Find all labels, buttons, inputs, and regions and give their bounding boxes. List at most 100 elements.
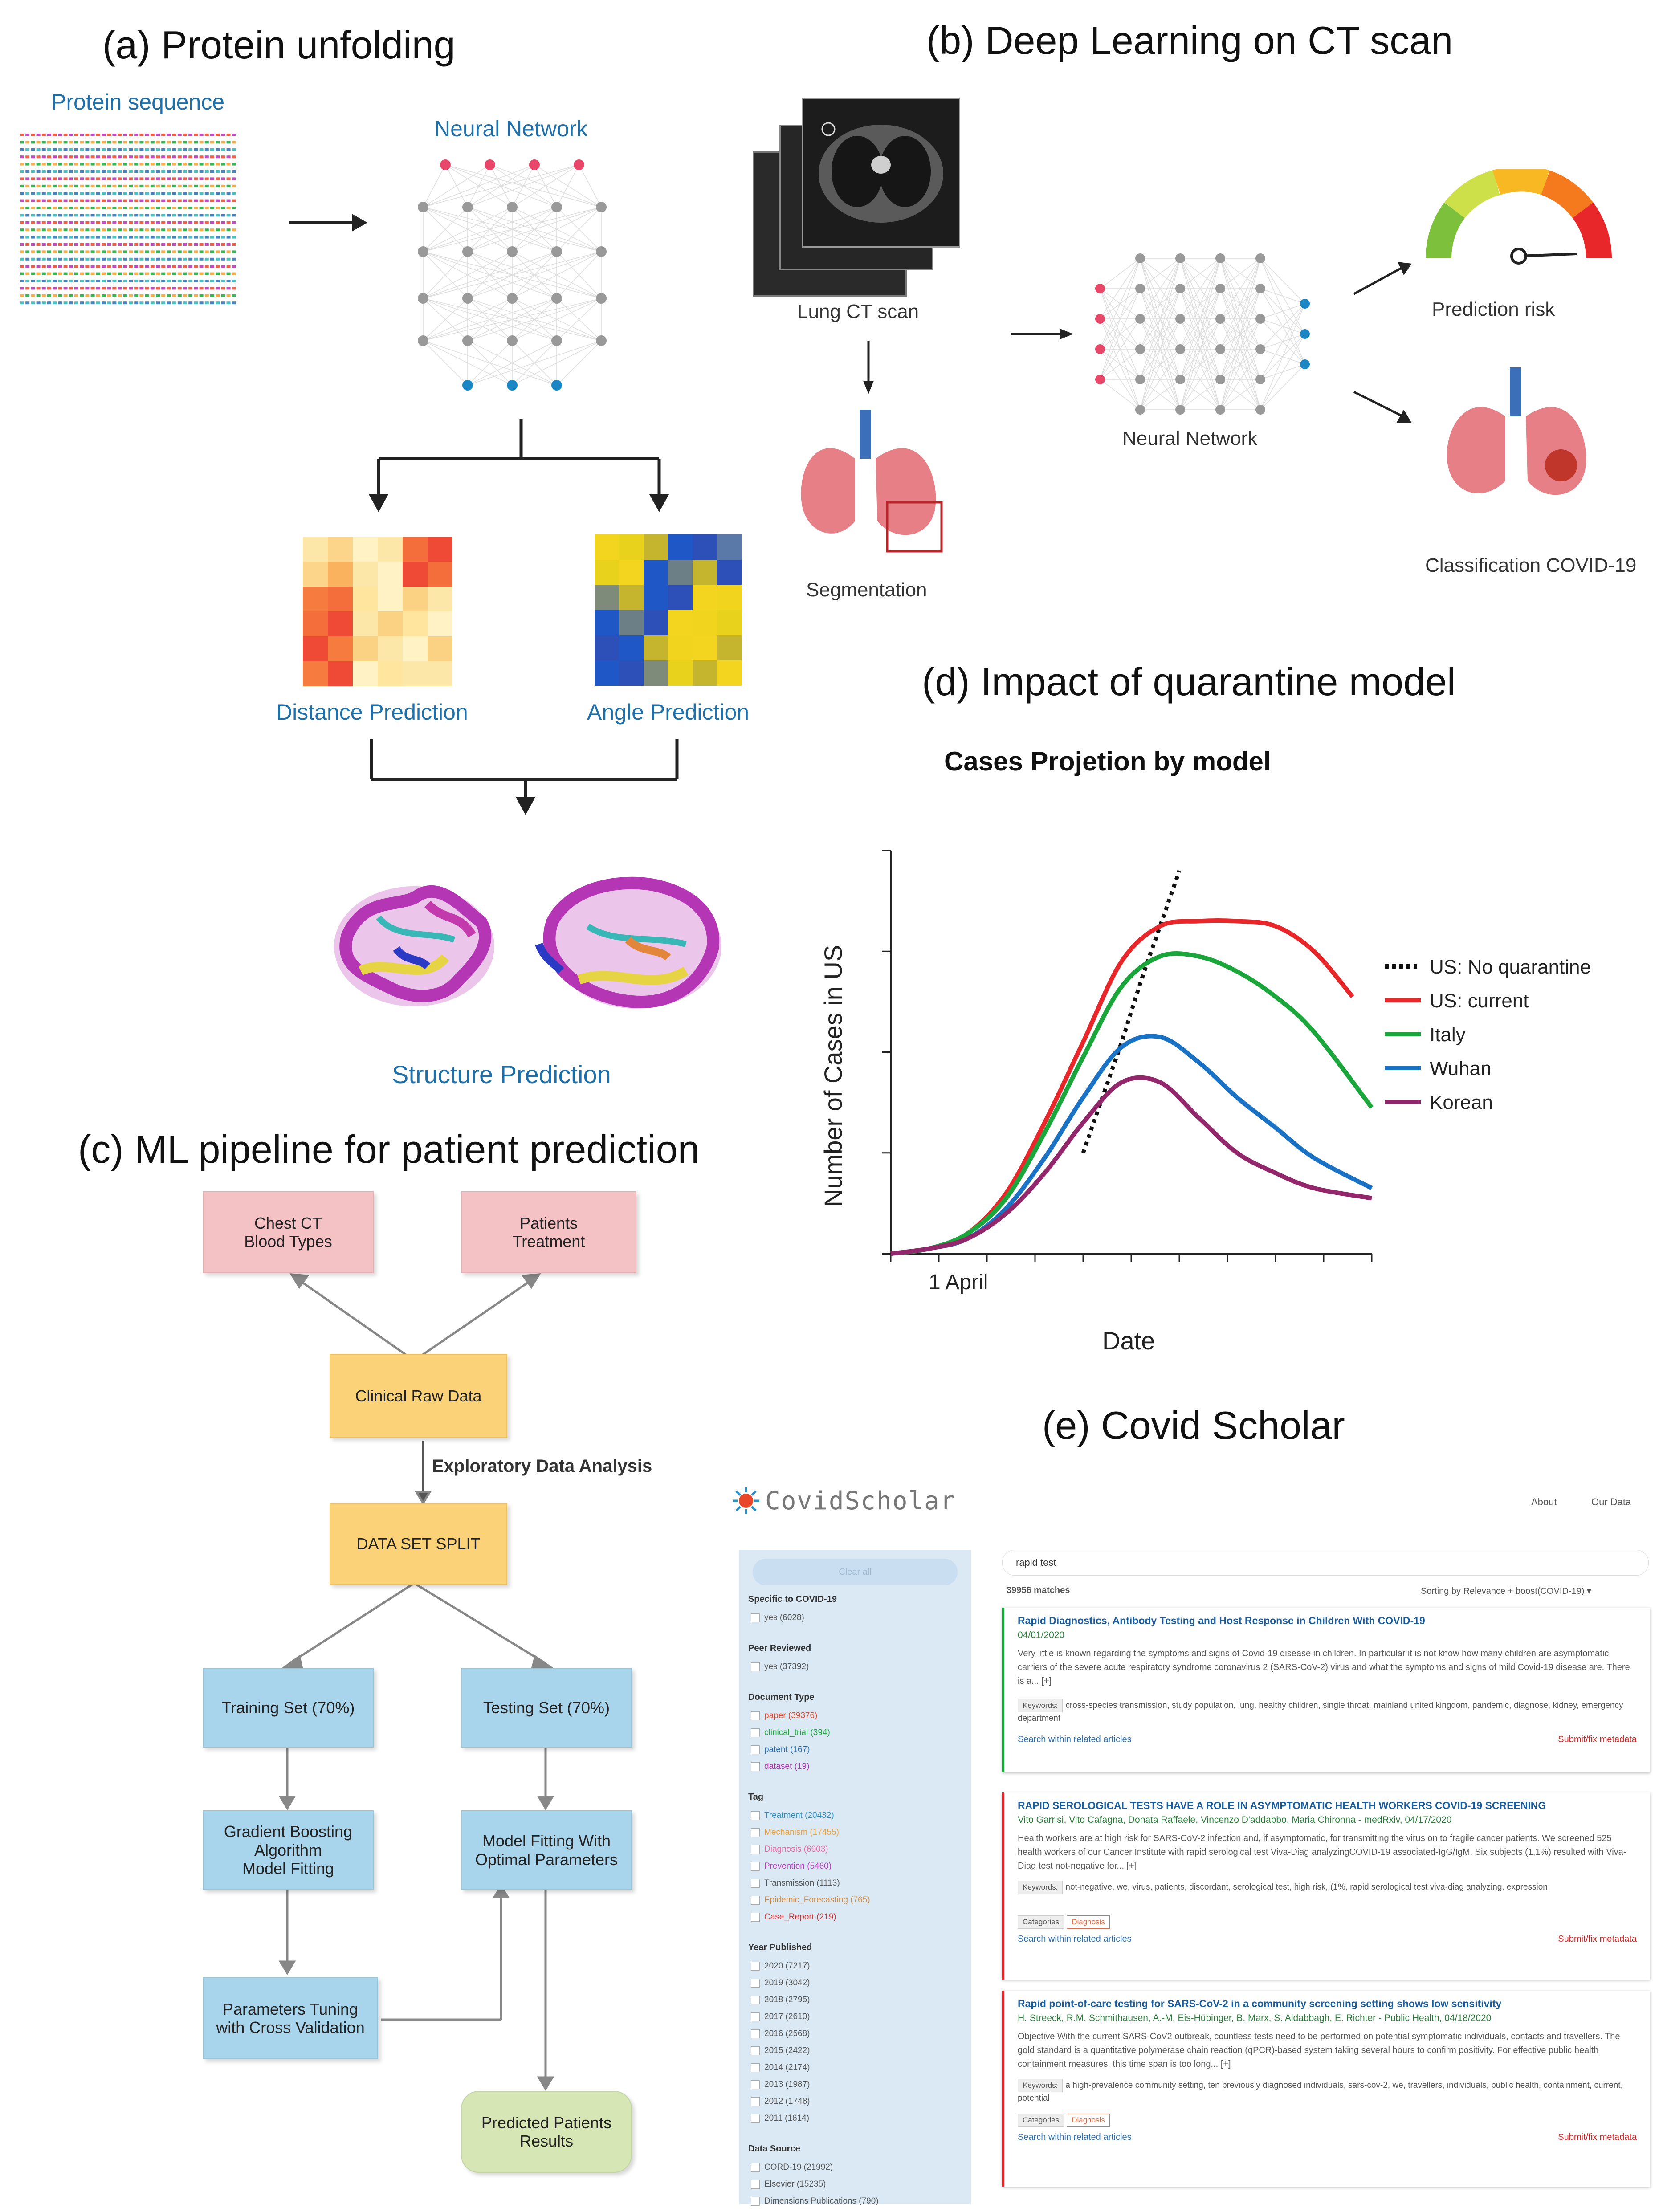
- checkbox-icon[interactable]: [751, 1662, 760, 1671]
- filter-option[interactable]: patent (167): [751, 1745, 810, 1755]
- checkbox-icon[interactable]: [751, 1728, 760, 1737]
- filter-option[interactable]: 2016 (2568): [751, 2029, 810, 2039]
- filter-option[interactable]: 2018 (2795): [751, 1995, 810, 2005]
- sequence-char-mark: [129, 207, 133, 209]
- checkbox-icon[interactable]: [751, 1711, 760, 1720]
- filter-option[interactable]: Case_Report (219): [751, 1912, 836, 1922]
- checkbox-icon[interactable]: [751, 2163, 760, 2172]
- checkbox-icon[interactable]: [751, 2046, 760, 2055]
- category-badge[interactable]: Diagnosis: [1067, 2114, 1110, 2127]
- keywords-text: a high-prevalence community setting, ten…: [1018, 2081, 1623, 2103]
- checkbox-icon[interactable]: [751, 1962, 760, 1971]
- clear-all-button[interactable]: Clear all: [753, 1559, 958, 1585]
- sequence-char-mark: [226, 243, 231, 246]
- search-related-link[interactable]: Search within related articles: [1018, 2132, 1132, 2142]
- filter-option[interactable]: Mechanism (17455): [751, 1828, 839, 1837]
- checkbox-icon[interactable]: [751, 2180, 760, 2189]
- filter-option[interactable]: Transmission (1113): [751, 1878, 840, 1888]
- search-related-link[interactable]: Search within related articles: [1018, 1934, 1132, 1944]
- checkbox-icon[interactable]: [751, 1811, 760, 1820]
- filter-option[interactable]: dataset (19): [751, 1762, 809, 1772]
- sequence-char-mark: [41, 272, 46, 275]
- checkbox-icon[interactable]: [751, 1613, 760, 1622]
- submit-metadata-link[interactable]: Submit/fix metadata: [1558, 1735, 1637, 1744]
- result-card[interactable]: Rapid point-of-care testing for SARS-CoV…: [1002, 1991, 1650, 2187]
- sequence-char-mark: [199, 243, 204, 246]
- filter-option[interactable]: 2013 (1987): [751, 2080, 810, 2090]
- sequence-char-mark: [74, 250, 78, 253]
- sequence-char-mark: [80, 294, 84, 297]
- filter-option[interactable]: Dimensions Publications (790): [751, 2196, 879, 2206]
- heatmap-cell: [693, 660, 717, 686]
- checkbox-icon[interactable]: [751, 1996, 760, 2004]
- filter-option[interactable]: CORD-19 (21992): [751, 2163, 833, 2172]
- checkbox-icon[interactable]: [751, 1845, 760, 1854]
- cs-nav-about[interactable]: About: [1531, 1496, 1557, 1507]
- sequence-char-mark: [226, 221, 231, 224]
- sequence-char-mark: [20, 221, 24, 224]
- sequence-char-mark: [194, 177, 198, 180]
- result-title[interactable]: RAPID SEROLOGICAL TESTS HAVE A ROLE IN A…: [1018, 1800, 1546, 1811]
- checkbox-icon[interactable]: [751, 2197, 760, 2206]
- checkbox-icon[interactable]: [751, 1745, 760, 1754]
- nn-node: [596, 246, 607, 257]
- checkbox-icon[interactable]: [751, 1828, 760, 1837]
- filter-option[interactable]: 2014 (2174): [751, 2063, 810, 2073]
- filter-option[interactable]: Elsevier (15235): [751, 2179, 826, 2189]
- checkbox-icon[interactable]: [751, 1862, 760, 1871]
- submit-metadata-link[interactable]: Submit/fix metadata: [1558, 2132, 1637, 2142]
- filter-option[interactable]: 2017 (2610): [751, 2012, 810, 2022]
- checkbox-icon[interactable]: [751, 2063, 760, 2072]
- category-badge[interactable]: Diagnosis: [1067, 1915, 1110, 1929]
- result-card[interactable]: RAPID SEROLOGICAL TESTS HAVE A ROLE IN A…: [1002, 1792, 1650, 1980]
- checkbox-icon[interactable]: [751, 1879, 760, 1888]
- sequence-char-mark: [47, 294, 51, 297]
- heatmap-cell: [717, 660, 742, 686]
- checkbox-icon[interactable]: [751, 2029, 760, 2038]
- filter-option[interactable]: Epidemic_Forecasting (765): [751, 1895, 870, 1905]
- sequence-char-mark: [31, 199, 35, 202]
- sequence-char-mark: [216, 141, 220, 144]
- filter-option[interactable]: 2015 (2422): [751, 2046, 810, 2056]
- filter-option[interactable]: Prevention (5460): [751, 1862, 832, 1871]
- sequence-char-mark: [118, 134, 122, 136]
- result-card[interactable]: Rapid Diagnostics, Antibody Testing and …: [1002, 1608, 1650, 1772]
- result-title[interactable]: Rapid point-of-care testing for SARS-CoV…: [1018, 1998, 1502, 2009]
- submit-metadata-link[interactable]: Submit/fix metadata: [1558, 1934, 1637, 1944]
- structure-prediction-label: Structure Prediction: [392, 1060, 611, 1088]
- cs-nav-our-data[interactable]: Our Data: [1591, 1496, 1631, 1507]
- sequence-char-mark: [53, 228, 57, 232]
- nn-node: [1215, 314, 1225, 324]
- checkbox-icon[interactable]: [751, 2080, 760, 2089]
- checkbox-icon[interactable]: [751, 1762, 760, 1771]
- sequence-char-mark: [167, 141, 171, 144]
- sequence-char-mark: [194, 221, 198, 224]
- cs-search-input[interactable]: rapid test: [1002, 1550, 1649, 1576]
- filter-option[interactable]: yes (37392): [751, 1662, 809, 1672]
- cs-sort-select[interactable]: Sorting by Relevance + boost(COVID-19) ▾: [1421, 1586, 1591, 1596]
- filter-option[interactable]: clinical_trial (394): [751, 1728, 830, 1738]
- checkbox-icon[interactable]: [751, 2097, 760, 2106]
- result-title[interactable]: Rapid Diagnostics, Antibody Testing and …: [1018, 1615, 1425, 1626]
- checkbox-icon[interactable]: [751, 2012, 760, 2021]
- sequence-char-mark: [199, 184, 204, 187]
- cs-logo[interactable]: CovidScholar: [730, 1485, 956, 1516]
- filter-option[interactable]: paper (39376): [751, 1711, 817, 1721]
- checkbox-icon[interactable]: [751, 1979, 760, 1988]
- filter-option[interactable]: yes (6028): [751, 1613, 804, 1623]
- sequence-char-mark: [226, 207, 231, 209]
- search-related-link[interactable]: Search within related articles: [1018, 1735, 1132, 1744]
- filter-option[interactable]: 2020 (7217): [751, 1961, 810, 1971]
- filter-option[interactable]: 2019 (3042): [751, 1978, 810, 1988]
- checkbox-icon[interactable]: [751, 1896, 760, 1905]
- checkbox-icon[interactable]: [751, 1913, 760, 1922]
- filter-option[interactable]: 2011 (1614): [751, 2114, 809, 2123]
- checkbox-icon[interactable]: [751, 2114, 760, 2123]
- sequence-char-mark: [123, 294, 127, 297]
- filter-option[interactable]: Diagnosis (6903): [751, 1845, 828, 1854]
- filter-option[interactable]: Treatment (20432): [751, 1811, 834, 1821]
- filter-option[interactable]: 2012 (1748): [751, 2097, 810, 2106]
- sequence-char-mark: [156, 287, 160, 290]
- sequence-char-mark: [210, 221, 214, 224]
- sequence-char-mark: [63, 141, 68, 144]
